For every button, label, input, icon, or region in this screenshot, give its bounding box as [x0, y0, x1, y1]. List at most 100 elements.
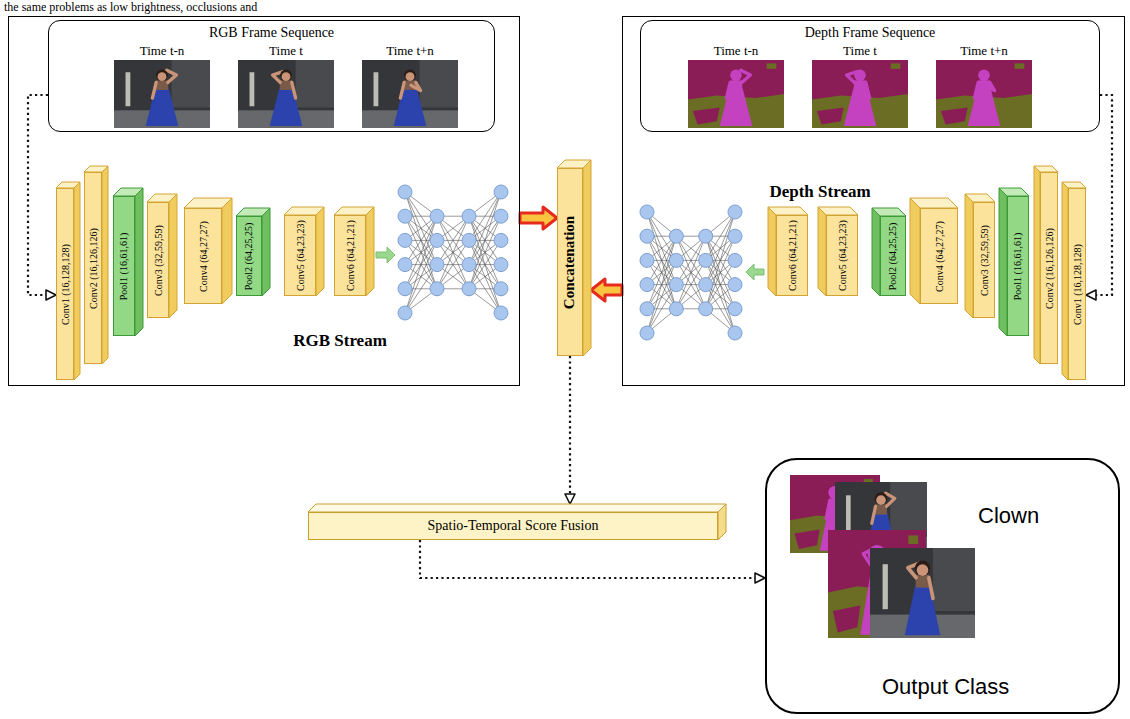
- dress-shape: [146, 89, 179, 126]
- network-neuron: [462, 258, 476, 272]
- hair-shape: [978, 70, 990, 82]
- stream-label: RGB Stream: [293, 331, 387, 351]
- photo-wall: [172, 60, 210, 108]
- conv-layer: Conv5 (64,23,23): [826, 215, 858, 296]
- cuboid-side: [262, 208, 270, 296]
- head-shape: [732, 72, 741, 81]
- frame-sequence-box: Depth Frame SequenceTime t-nTime tTime t…: [640, 20, 1100, 132]
- network-neuron: [669, 229, 683, 243]
- network-link: [676, 236, 705, 309]
- layer-label: Conv3 (32,59,59): [979, 225, 990, 296]
- network-neuron: [430, 209, 444, 223]
- cuboid-side: [222, 198, 232, 304]
- head-shape: [876, 495, 886, 505]
- time-label: Time t+n: [386, 43, 434, 58]
- hair-shape: [730, 70, 742, 82]
- hair-shape: [156, 70, 168, 82]
- network-link: [405, 192, 437, 265]
- network-neuron: [494, 233, 508, 247]
- network-neuron: [699, 253, 713, 267]
- arm-shape: [167, 70, 177, 82]
- cuboid-front: [335, 215, 366, 295]
- class-label: Clown: [978, 503, 1039, 528]
- layer-label: Conv2 (16,126,126): [1044, 228, 1055, 309]
- layer-label: Conv1 (16,128,128): [60, 244, 71, 325]
- frame-image: [936, 60, 1032, 128]
- conv-layer: Conv4 (64,27,27): [920, 208, 958, 304]
- cuboid-top: [334, 207, 374, 215]
- depth-frame: Time t-n: [688, 42, 784, 128]
- cuboid-top: [872, 208, 906, 216]
- cuboid-front: [1041, 173, 1058, 364]
- cuboid-side: [366, 207, 374, 296]
- network-neuron: [494, 209, 508, 223]
- network-neuron: [494, 185, 508, 199]
- fusion-arrow: [520, 207, 557, 229]
- frame-image: [812, 60, 908, 128]
- depth-patch: [767, 63, 777, 68]
- arm-shape: [929, 578, 933, 599]
- depth-patch: [693, 108, 720, 125]
- dress-shape: [270, 89, 303, 126]
- arm-shape: [726, 82, 730, 98]
- network-link: [647, 236, 676, 309]
- neural-network: [398, 185, 508, 320]
- dotted-connector: [1095, 95, 1112, 295]
- network-neuron: [640, 205, 654, 219]
- network-neuron: [699, 302, 713, 316]
- network-neuron: [728, 205, 742, 219]
- cuboid-side: [583, 160, 591, 356]
- cuboid-top: [965, 194, 995, 202]
- time-label: Time t: [269, 43, 303, 58]
- dotted-arrow: [565, 356, 575, 504]
- dotted-arrow: [28, 95, 56, 300]
- network-neuron: [640, 302, 654, 316]
- network-neuron: [398, 306, 412, 320]
- cuboid-front: [921, 209, 958, 304]
- conv-layer: Conv3 (32,59,59): [973, 202, 995, 318]
- video-frame: Time t+n: [362, 42, 458, 128]
- time-label: Time t-n: [714, 43, 759, 58]
- network-neuron: [699, 229, 713, 243]
- block-arrow: [591, 279, 622, 301]
- frame-image: [114, 60, 210, 128]
- arrowhead: [565, 494, 575, 504]
- cuboid-side: [965, 194, 973, 318]
- cuboid-front: [57, 189, 74, 380]
- head-shape: [917, 564, 929, 576]
- layer-label: Conv6 (64,21,21): [787, 220, 798, 291]
- arrowhead: [46, 290, 56, 300]
- cuboid-front: [285, 215, 316, 295]
- time-label: Time t-n: [140, 43, 185, 58]
- cuboid-top: [184, 198, 232, 208]
- cuboid-side: [102, 166, 108, 364]
- cuboid-top: [113, 188, 143, 196]
- time-label: Time t+n: [960, 43, 1008, 58]
- fusion-arrow: [591, 279, 622, 301]
- frame-image: [362, 60, 458, 128]
- cuboid-front: [114, 197, 135, 336]
- pooling-layer: Pool1 (16,61,61): [113, 196, 135, 336]
- dress-shape: [394, 89, 427, 126]
- conv-layer: Conv5 (64,23,23): [284, 215, 316, 296]
- depth-background: [812, 60, 908, 128]
- photo-lamp: [126, 72, 131, 106]
- depth-patch: [908, 535, 918, 544]
- dress-shape: [905, 586, 941, 636]
- head-shape: [282, 72, 291, 81]
- photo-background: [362, 60, 458, 128]
- score-fusion-box: Spatio-Temporal Score Fusion: [308, 512, 718, 540]
- cuboid-side: [316, 207, 324, 296]
- output-label: Output Class: [882, 674, 1009, 699]
- pooling-layer: Pool1 (16,61,61): [1007, 196, 1029, 336]
- depth-patch: [941, 108, 968, 125]
- layer-label: Pool1 (16,61,61): [119, 232, 130, 300]
- arrowhead: [755, 573, 765, 583]
- hair-shape: [280, 70, 292, 82]
- arm-shape: [866, 82, 870, 98]
- cuboid-side: [999, 188, 1007, 336]
- depth-patch: [1015, 63, 1025, 68]
- dotted-arrow: [1086, 95, 1112, 300]
- layer-label: Conv5 (64,23,23): [837, 220, 848, 291]
- cuboid-side: [74, 182, 80, 380]
